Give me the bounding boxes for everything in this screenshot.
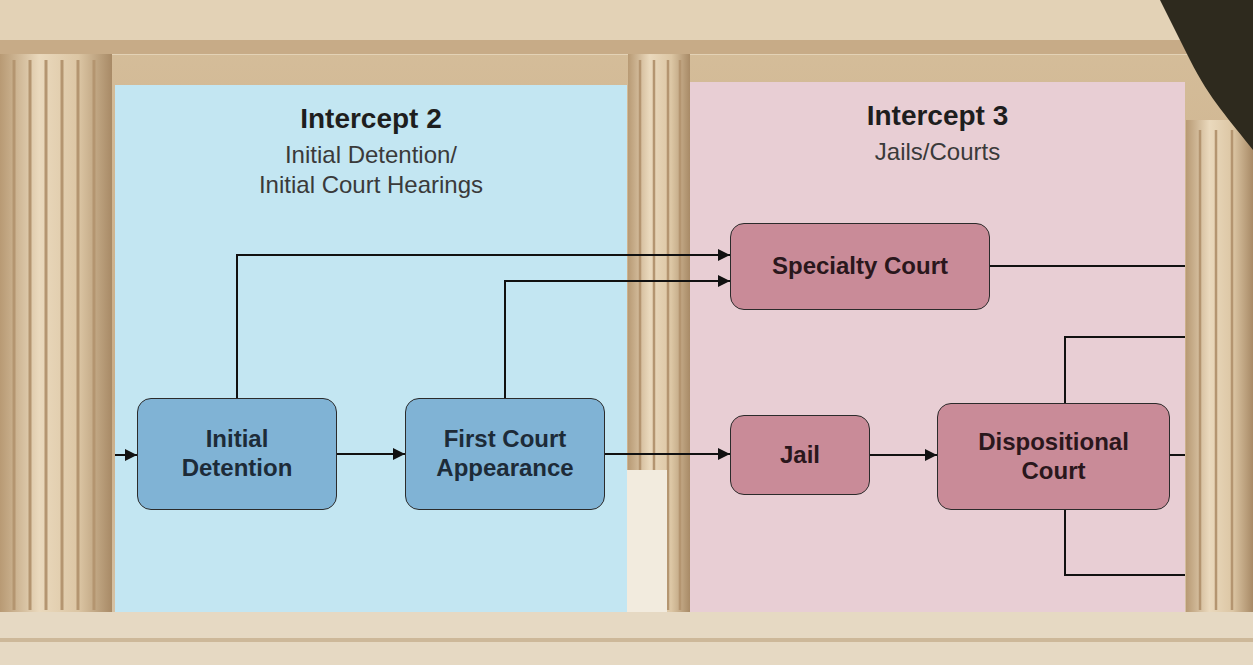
column-shaft — [1186, 120, 1253, 614]
connector-arrow — [870, 454, 937, 456]
floor — [0, 612, 1253, 665]
process-box: Initial Detention — [137, 398, 337, 510]
panel-title: Intercept 2 — [115, 102, 627, 136]
exit-line — [1065, 337, 1185, 403]
connector-arrow — [337, 453, 405, 455]
step-edge — [0, 638, 1253, 642]
panel-title: Intercept 3 — [690, 99, 1185, 133]
exit-line — [990, 265, 1185, 267]
panel-subtitle: Jails/Courts — [824, 137, 1052, 167]
entablature-shadow — [0, 40, 1253, 54]
box-label: Jail — [780, 441, 820, 470]
exit-line — [1065, 510, 1185, 575]
panel-subtitle: Initial Detention/ Initial Court Hearing… — [257, 140, 485, 200]
plinth — [622, 470, 667, 615]
column-fluting — [1200, 130, 1232, 610]
connector-arrow — [237, 255, 730, 398]
column-left — [0, 54, 112, 614]
exit-line — [1170, 454, 1185, 456]
process-box: Specialty Court — [730, 223, 990, 310]
process-box: Dispositional Court — [937, 403, 1170, 510]
box-label: First Court Appearance — [425, 425, 585, 483]
intercept-panel: Intercept 3 Jails/CourtsSpecialty CourtJa… — [690, 82, 1185, 612]
entry-arrow — [115, 454, 137, 456]
column-middle — [622, 54, 690, 615]
box-label: Initial Detention — [157, 425, 317, 483]
column-fluting — [14, 60, 94, 610]
edge-group — [237, 255, 937, 455]
process-box: First Court Appearance — [405, 398, 605, 510]
connector-arrow — [505, 281, 730, 398]
process-box: Jail — [730, 415, 870, 495]
intercept-panel: Intercept 2 Initial Detention/ Initial Co… — [115, 85, 627, 612]
entablature — [0, 0, 1253, 55]
connector-arrow — [605, 453, 730, 455]
flow-lines — [115, 266, 1185, 575]
box-label: Dispositional Court — [964, 428, 1144, 486]
column-shaft — [0, 54, 112, 614]
box-label: Specialty Court — [772, 252, 948, 281]
